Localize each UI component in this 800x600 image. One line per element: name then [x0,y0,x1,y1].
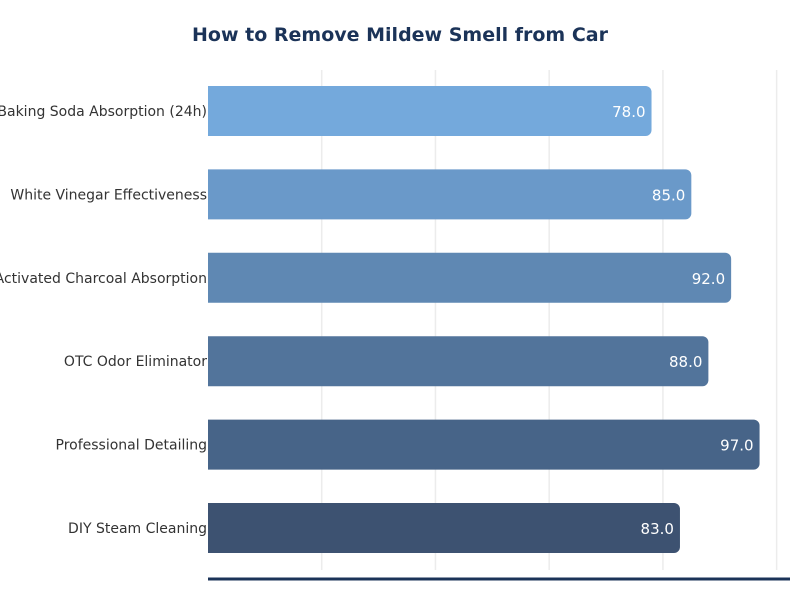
category-label: DIY Steam Cleaning [68,521,207,537]
value-label: 97.0 [720,437,753,455]
category-label: Professional Detailing [56,438,207,454]
value-label: 83.0 [641,520,674,538]
bar [208,503,680,553]
category-label: Activated Charcoal Absorption [0,271,207,287]
bar [208,86,652,136]
bar [208,169,692,220]
value-label: 92.0 [692,270,725,288]
value-label: 85.0 [652,186,685,204]
category-label: White Vinegar Effectiveness [10,187,207,203]
bar [208,336,709,387]
value-label: 78.0 [612,103,645,121]
value-label: 88.0 [669,353,702,371]
bar [208,252,732,303]
category-label: OTC Odor Eliminator [64,354,207,370]
chart-title: How to Remove Mildew Smell from Car [192,24,608,46]
bar [208,419,760,470]
category-label: Baking Soda Absorption (24h) [0,104,207,120]
